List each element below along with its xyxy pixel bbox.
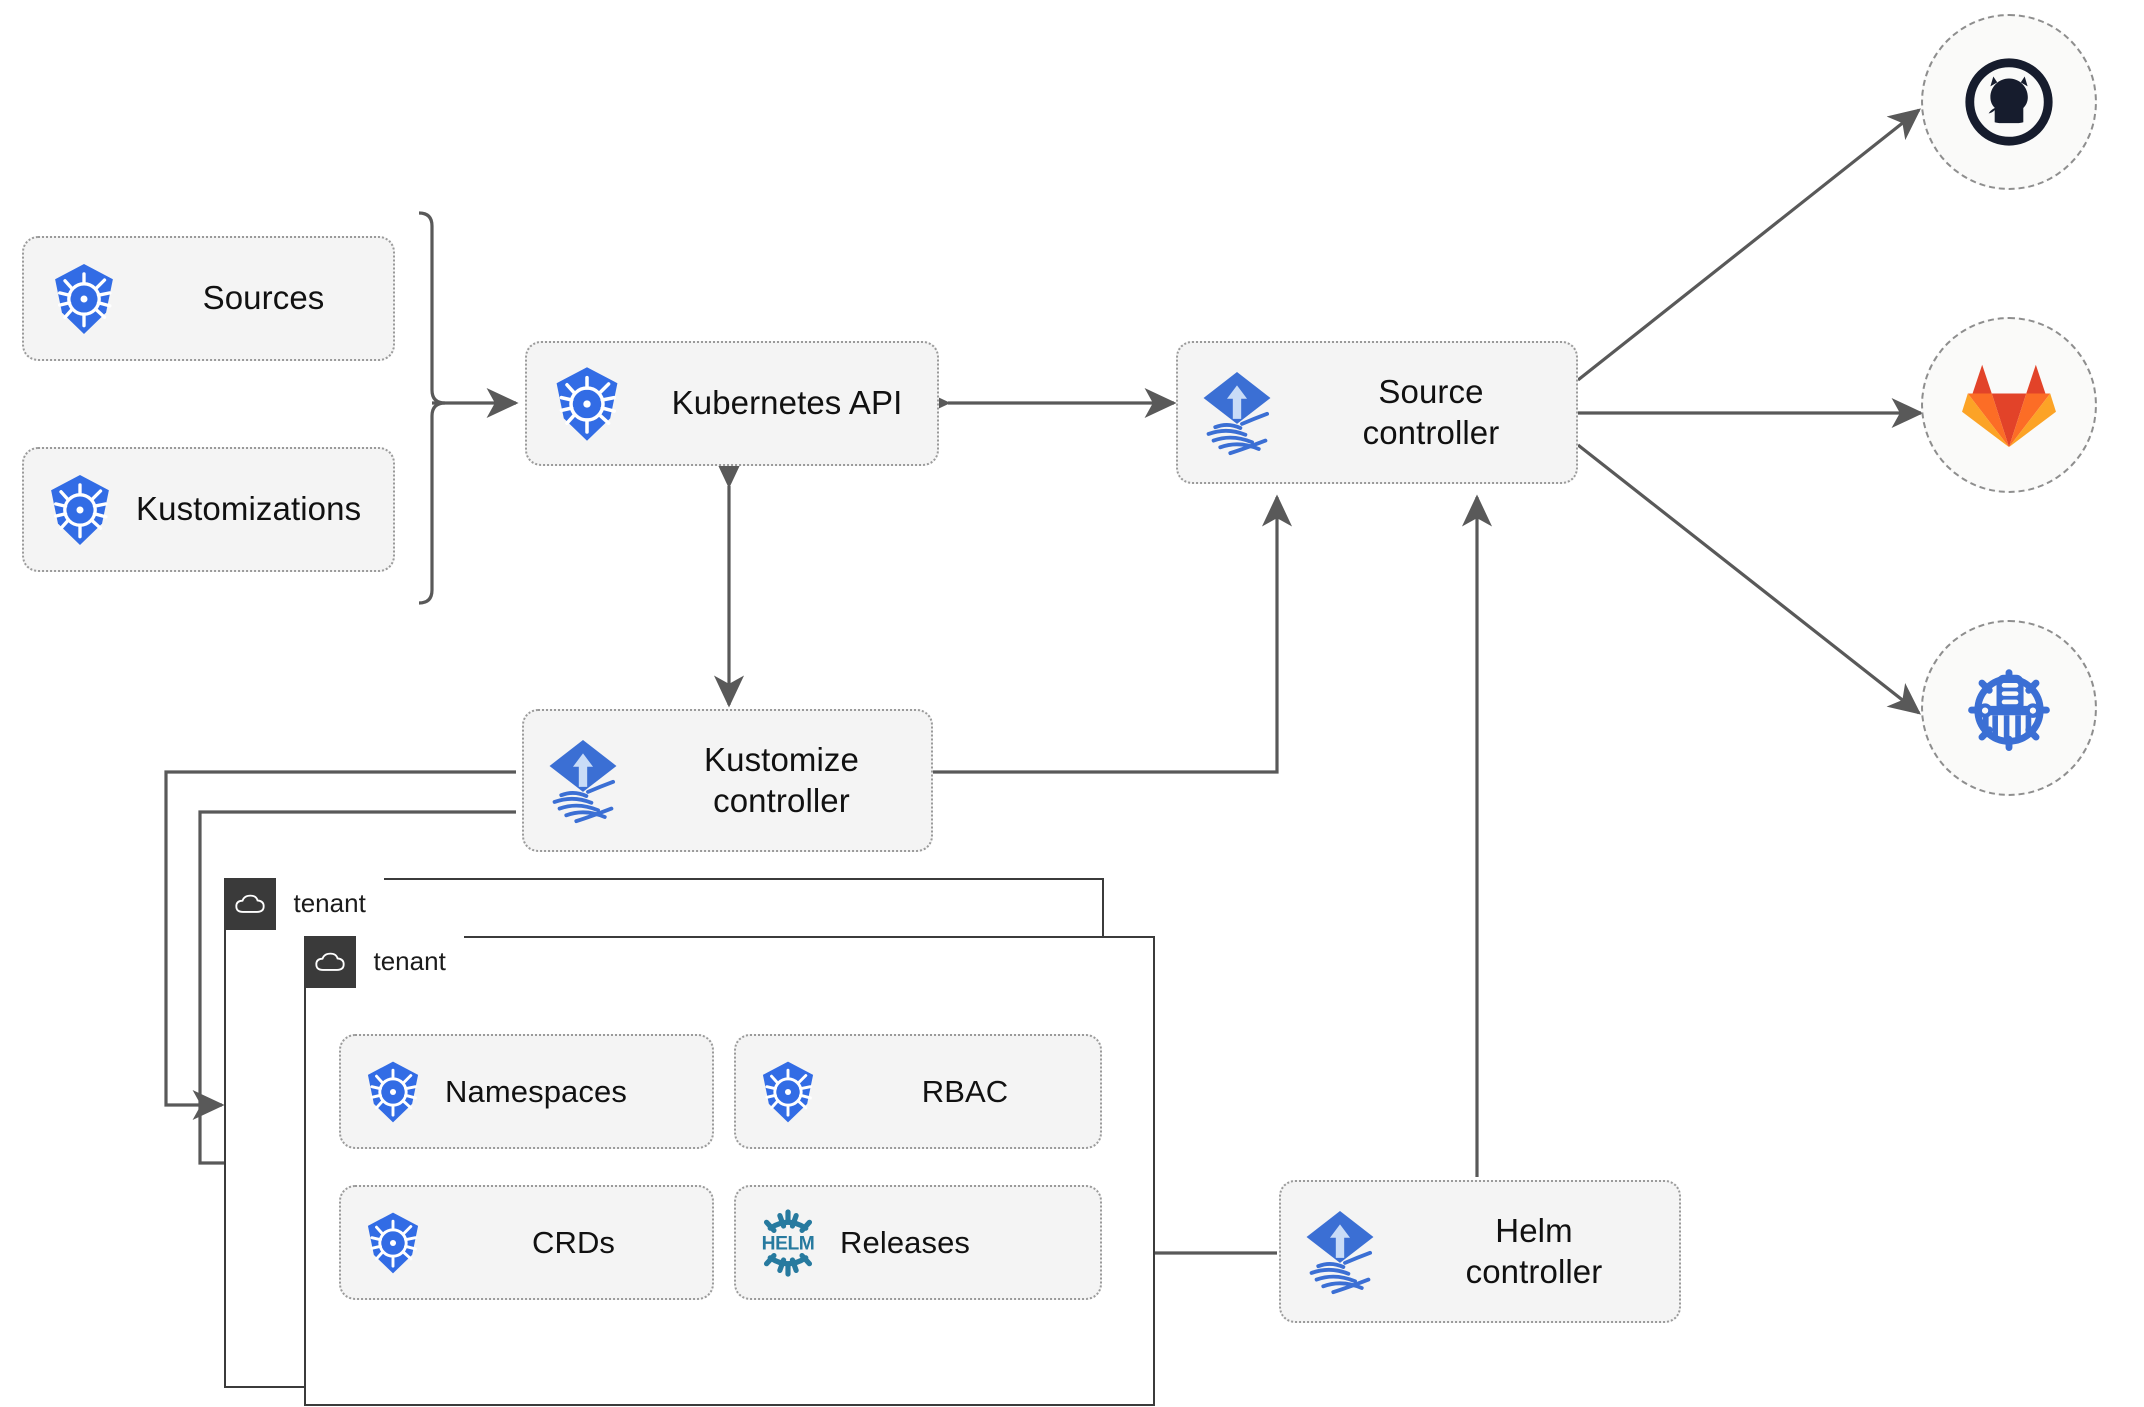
- tenant-label: tenant: [275, 877, 384, 930]
- edge-kustomize-to-source: [933, 494, 1293, 774]
- svg-text:HELM: HELM: [762, 1233, 815, 1254]
- node-label: RBAC: [921, 1073, 1009, 1109]
- edge-source-to-helm-repo: [1577, 443, 1922, 715]
- flux-icon: [1178, 367, 1296, 459]
- github-icon: [1965, 58, 2053, 146]
- node-crds[interactable]: CRDs: [339, 1185, 714, 1300]
- tenant-header: tenant: [223, 877, 384, 930]
- helm-icon: HELM: [736, 1206, 840, 1280]
- flux-icon: [1281, 1206, 1399, 1298]
- node-namespaces[interactable]: Namespaces: [339, 1034, 714, 1149]
- kubernetes-icon: [341, 1058, 445, 1126]
- edge-kustomize-to-tenant-outer: [164, 770, 516, 1121]
- node-label: Sources: [202, 279, 325, 317]
- node-label: Helm controller: [1465, 1212, 1603, 1290]
- kubernetes-icon: [24, 260, 144, 338]
- node-rbac[interactable]: RBAC: [734, 1034, 1102, 1149]
- provider-github[interactable]: [1921, 14, 2097, 190]
- tenant-header: tenant: [303, 935, 464, 988]
- cloud-icon: [223, 877, 276, 930]
- provider-gitlab[interactable]: [1921, 317, 2097, 493]
- node-kubernetes-api[interactable]: Kubernetes API: [525, 341, 939, 466]
- node-label: CRDs: [531, 1224, 616, 1260]
- provider-helm-repository[interactable]: [1921, 620, 2097, 796]
- cloud-icon: [303, 935, 356, 988]
- kubernetes-icon: [527, 363, 647, 445]
- kubernetes-icon: [736, 1058, 840, 1126]
- tenant-container-inner[interactable]: tenant: [303, 935, 1155, 1406]
- node-sources[interactable]: Sources: [22, 236, 395, 361]
- edge-source-to-github: [1577, 108, 1922, 382]
- node-kustomize-controller[interactable]: Kustomize controller: [522, 709, 933, 852]
- node-label: Kubernetes API: [671, 384, 903, 422]
- edge-group-bracket: [418, 211, 446, 605]
- node-kustomizations[interactable]: Kustomizations: [22, 447, 395, 572]
- node-releases[interactable]: HELM Releases: [734, 1185, 1102, 1300]
- node-label: Kustomize controller: [704, 741, 859, 819]
- node-label: Kustomizations: [136, 490, 362, 528]
- node-label: Releases: [840, 1224, 971, 1260]
- kubernetes-icon: [341, 1209, 445, 1277]
- node-label: Namespaces: [445, 1073, 627, 1109]
- kubernetes-icon: [24, 471, 136, 549]
- node-source-controller[interactable]: Source controller: [1176, 341, 1578, 484]
- flux-icon: [524, 735, 642, 827]
- gitlab-icon: [1962, 364, 2056, 448]
- node-label: Source controller: [1362, 373, 1500, 451]
- helm-repository-icon: [1968, 669, 2050, 751]
- node-helm-controller[interactable]: Helm controller: [1279, 1180, 1681, 1323]
- tenant-label: tenant: [355, 935, 464, 988]
